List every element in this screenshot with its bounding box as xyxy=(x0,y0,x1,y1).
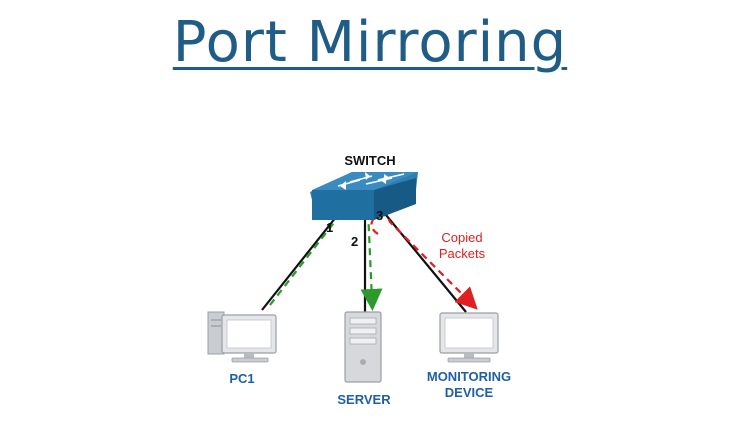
port-3-label: 3 xyxy=(376,208,383,223)
server-label: SERVER xyxy=(337,392,391,407)
title-text: Port Mirroring xyxy=(172,10,568,75)
link-pc1 xyxy=(261,211,341,311)
annotation-line-1: Copied xyxy=(441,230,482,245)
pc1-label: PC1 xyxy=(229,371,254,386)
desktop-computer-icon xyxy=(207,311,277,363)
port-2-label: 2 xyxy=(351,234,358,249)
monitor-icon xyxy=(439,312,499,363)
annotation-line-2: Packets xyxy=(439,246,486,261)
port-1-label: 1 xyxy=(326,220,333,235)
network-switch-icon xyxy=(310,172,418,220)
monitoring-label-line-2: DEVICE xyxy=(445,385,494,400)
page-title: Port Mirroring xyxy=(0,6,740,80)
monitoring-label-line-1: MONITORING xyxy=(427,369,511,384)
switch-label: SWITCH xyxy=(344,153,395,168)
server-tower-icon xyxy=(344,311,382,383)
